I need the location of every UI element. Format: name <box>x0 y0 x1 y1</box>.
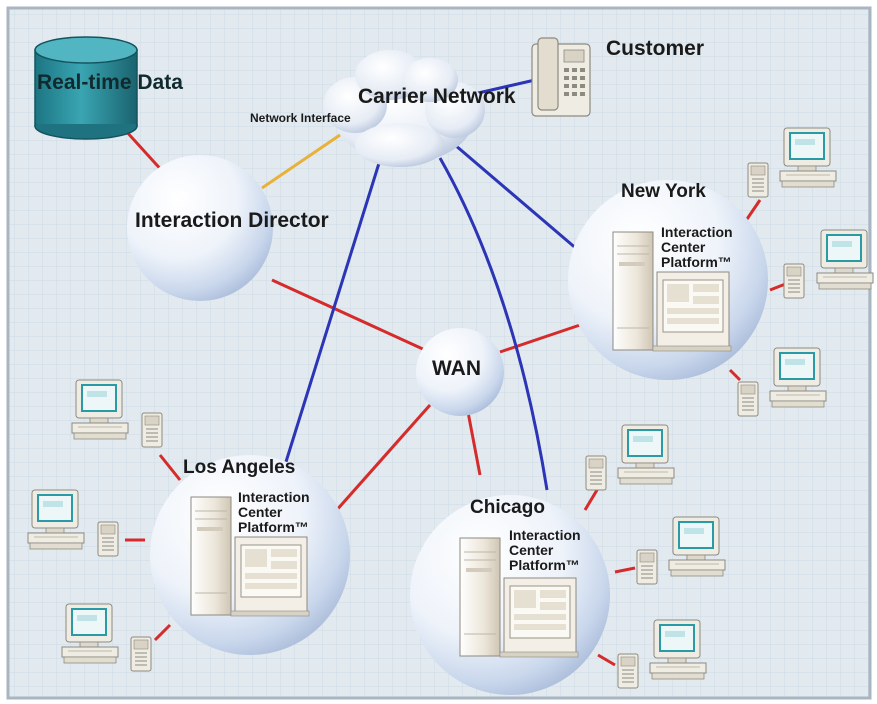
link-director-wan <box>271 278 426 352</box>
network-interface-label: Network Interface <box>250 111 351 125</box>
link-director-carrier <box>261 133 341 190</box>
link-carrier-chicago <box>438 157 549 491</box>
interaction-director-label: Interaction Director <box>135 209 329 232</box>
carrier-network-cloud <box>323 50 485 167</box>
customer-phone <box>531 37 591 117</box>
link-wan-losangeles <box>333 404 432 513</box>
new-york-label: New York <box>621 181 706 202</box>
wan-label: WAN <box>432 357 481 380</box>
realtime-data-label: Real-time Data <box>37 71 183 94</box>
chicago-label: Chicago <box>470 497 545 518</box>
customer-label: Customer <box>606 37 705 60</box>
carrier-network-label: Carrier Network <box>358 85 516 108</box>
los-angeles-label: Los Angeles <box>183 457 296 478</box>
link-carrier-newyork <box>454 143 579 252</box>
interaction-director-bubble <box>127 155 273 301</box>
realtime-data-database <box>34 36 138 140</box>
link-carrier-losangeles <box>283 159 382 466</box>
link-wan-chicago <box>466 411 482 476</box>
diagram-frame <box>6 6 872 700</box>
link-wan-newyork <box>499 323 581 354</box>
wan-bubble <box>416 328 504 416</box>
